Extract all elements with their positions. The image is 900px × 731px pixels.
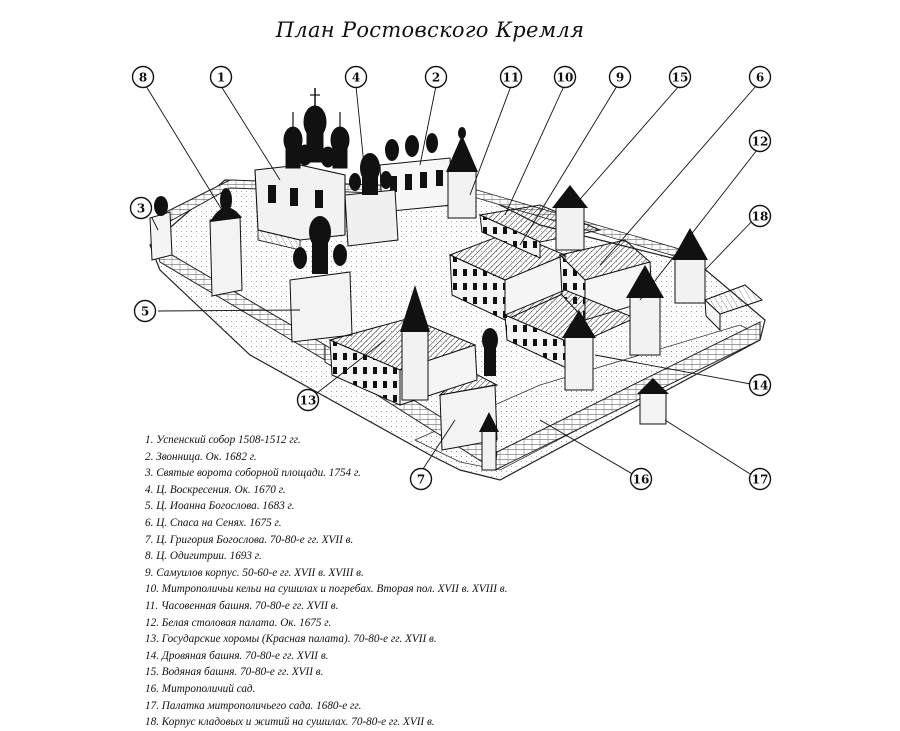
svg-text:7: 7 [417, 473, 425, 487]
svg-text:9: 9 [616, 71, 624, 85]
legend-item: 12. Белая столовая палата. Ок. 1675 г. [145, 616, 332, 629]
callout-8: 8 [131, 65, 155, 89]
legend-item: 2. Звонница. Ок. 1682 г. [145, 450, 257, 463]
legend-item: 8. Ц. Одигитрии. 1693 г. [145, 550, 262, 563]
legend-item: 16. Митрополичий сад. [145, 682, 256, 695]
legend-item: 5. Ц. Иоанна Богослова. 1683 г. [145, 500, 295, 513]
legend-item: 11. Часовенная башня. 70-80-е гг. XVII в… [145, 599, 339, 612]
svg-text:2: 2 [432, 71, 440, 85]
svg-text:14: 14 [752, 379, 769, 393]
svg-text:11: 11 [503, 71, 520, 85]
svg-text:16: 16 [633, 473, 650, 487]
legend-item: 1. Успенский собор 1508-1512 гг. [145, 434, 301, 446]
svg-text:12: 12 [752, 135, 769, 149]
legend-item: 13. Государские хоромы (Красная палата).… [145, 633, 437, 646]
callout-leaders [145, 85, 759, 480]
legend-item: 18. Корпус кладовых и житий на сушилах. … [145, 716, 435, 729]
callout-12: 12 [748, 129, 772, 153]
churches-front [209, 188, 499, 451]
svg-text:15: 15 [672, 71, 689, 85]
svg-text:5: 5 [141, 305, 149, 319]
callout-18: 18 [748, 204, 772, 228]
legend-item: 7. Ц. Григория Богослова. 70-80-е гг. XV… [145, 533, 354, 546]
callout-14: 14 [748, 373, 772, 397]
callout-9: 9 [608, 65, 632, 89]
callout-10: 10 [553, 65, 577, 89]
callout-6: 6 [748, 65, 772, 89]
callout-11: 11 [499, 65, 523, 89]
callout-17: 17 [748, 467, 772, 491]
callout-13: 13 [296, 388, 320, 412]
legend-item: 10. Митрополичьи кельи на сушилах и погр… [145, 583, 508, 596]
metropolitan-court [446, 127, 763, 471]
callout-2: 2 [424, 65, 448, 89]
legend-item: 14. Дровяная башня. 70-80-е гг. XVII в. [145, 649, 329, 662]
svg-text:3: 3 [137, 202, 145, 216]
callout-1: 1 [209, 65, 233, 89]
legend-item: 9. Самуилов корпус. 50-60-е гг. XVII в. … [145, 566, 364, 579]
svg-text:17: 17 [752, 473, 769, 487]
legend-item: 15. Водяная башня. 70-80-е гг. XVII в. [145, 666, 324, 679]
callout-16: 16 [629, 467, 653, 491]
svg-text:13: 13 [300, 394, 317, 408]
callout-15: 15 [668, 65, 692, 89]
callout-5: 5 [133, 299, 157, 323]
legend-item: 4. Ц. Воскресения. Ок. 1670 г. [145, 483, 286, 496]
callout-markers: 1 2 3 4 5 6 7 8 9 10 11 12 13 14 15 16 1… [129, 65, 772, 491]
svg-text:10: 10 [557, 71, 574, 85]
callout-4: 4 [344, 65, 368, 89]
legend-item: 17. Палатка митрополичьего сада. 1680-е … [145, 699, 362, 712]
svg-text:18: 18 [752, 210, 769, 224]
svg-text:1: 1 [217, 71, 225, 85]
svg-text:8: 8 [139, 71, 147, 85]
svg-text:4: 4 [352, 71, 360, 85]
diagram-title: План Ростовского Кремля [275, 18, 585, 42]
callout-3: 3 [129, 196, 153, 220]
legend-list: 1. Успенский собор 1508-1512 гг. 2. Звон… [145, 432, 507, 731]
callout-7: 7 [409, 467, 433, 491]
legend-item: 3. Святые ворота соборной площади. 1754 … [145, 467, 361, 480]
svg-text:6: 6 [756, 71, 764, 85]
legend-item: 6. Ц. Спаса на Сенях. 1675 г. [145, 516, 282, 529]
